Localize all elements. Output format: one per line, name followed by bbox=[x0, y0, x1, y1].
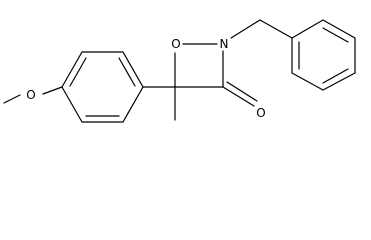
phenyl-ring bbox=[291, 19, 356, 91]
methoxy-group: O bbox=[3, 86, 63, 104]
ring2-double-2 bbox=[322, 68, 349, 84]
atom-o-ring: O bbox=[171, 37, 180, 51]
ring1-bond-d bbox=[122, 86, 144, 123]
ring2-bond-c bbox=[322, 72, 356, 91]
ring1-bond-f bbox=[61, 86, 83, 123]
oxazetidinone-ring: O N bbox=[171, 37, 229, 88]
structure-svg: O O N O bbox=[3, 19, 356, 123]
ring2-bond-e bbox=[322, 19, 356, 39]
ring1-double-2 bbox=[118, 57, 136, 87]
ring1-double-1 bbox=[69, 57, 87, 87]
bond-methyl-o bbox=[3, 94, 21, 104]
ring2-bond-b bbox=[291, 72, 324, 91]
atom-o-methoxy: O bbox=[26, 88, 35, 102]
atom-o-carbonyl: O bbox=[256, 106, 265, 120]
bond-n-ch2 bbox=[230, 19, 261, 39]
structure-diagram: O O N O bbox=[3, 19, 356, 123]
ring2-bond-f bbox=[291, 19, 324, 39]
bond-c-o-double-1 bbox=[222, 86, 255, 107]
carbonyl-group: O bbox=[222, 81, 266, 120]
bond-c-o-double-2 bbox=[226, 81, 258, 102]
bond-ch2-phenyl bbox=[259, 19, 293, 39]
ring2-double-3 bbox=[322, 27, 349, 43]
ring1-bond-c bbox=[122, 51, 144, 88]
bond-o-aryl bbox=[42, 86, 63, 95]
ring1-bond-a bbox=[61, 51, 83, 88]
atom-n-ring: N bbox=[220, 37, 229, 51]
methoxyphenyl-ring bbox=[61, 51, 144, 123]
